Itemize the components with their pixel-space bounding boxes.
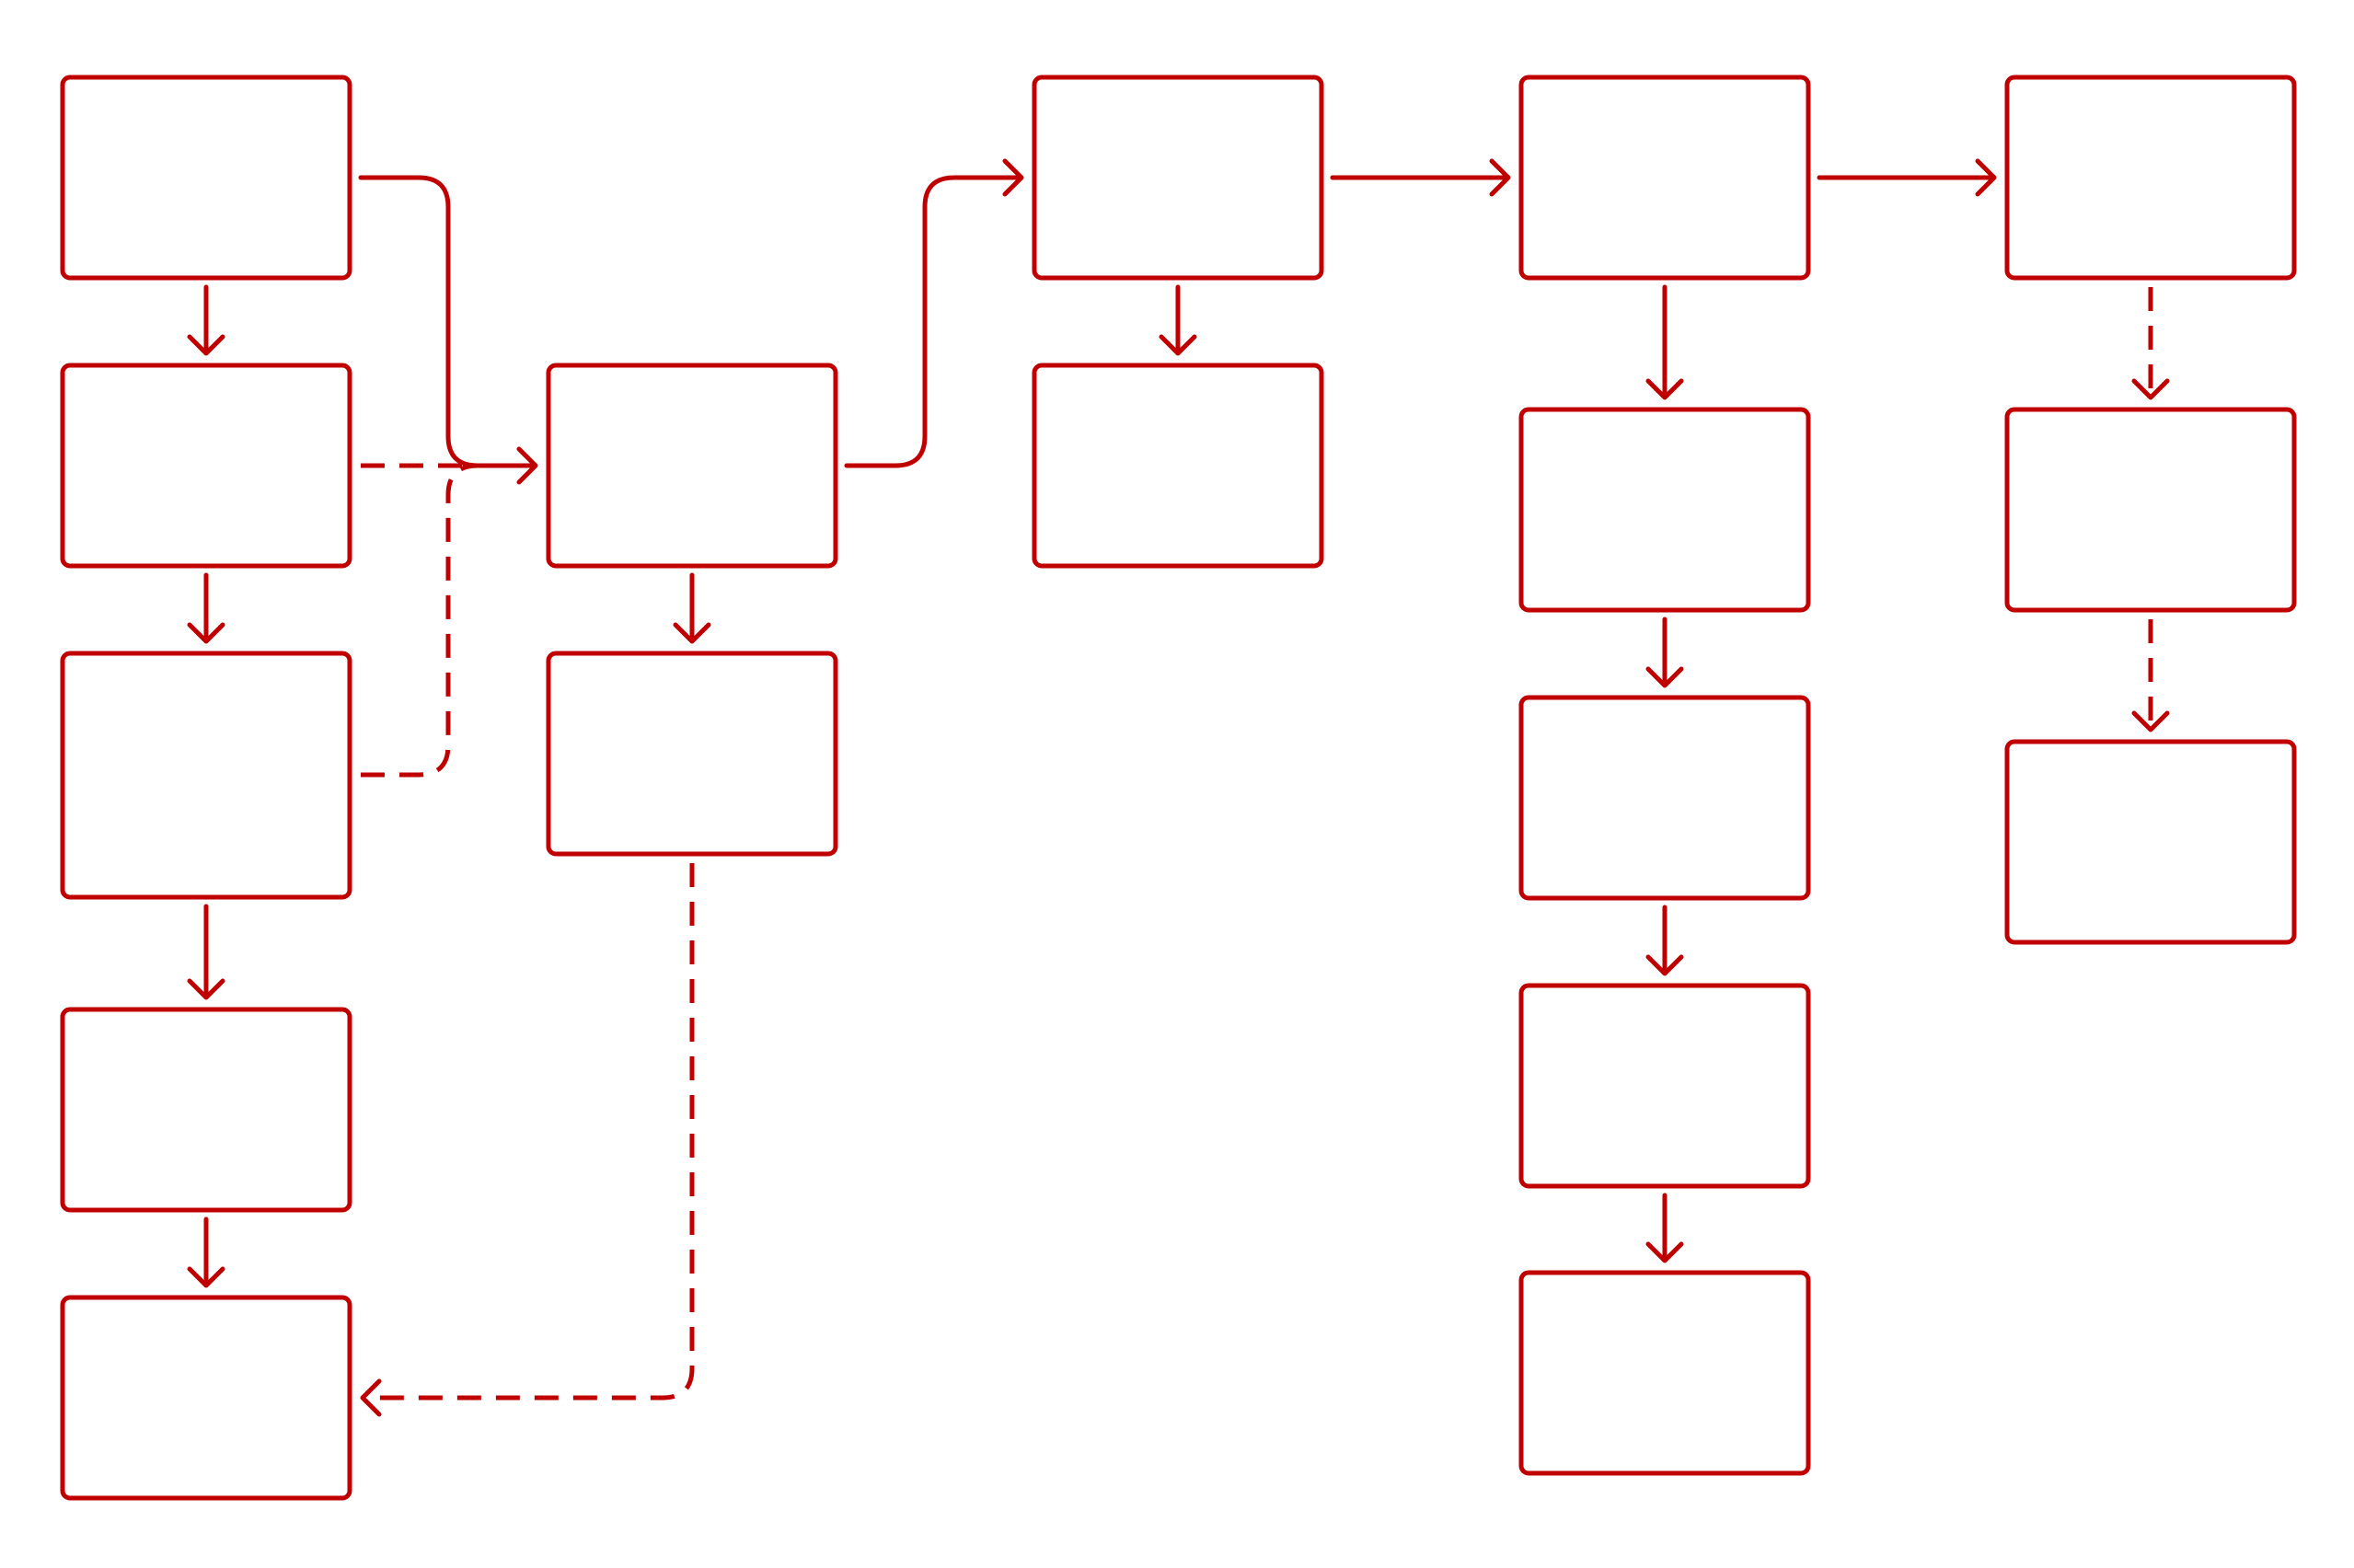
arrowhead-icon	[2131, 378, 2170, 400]
edge-n3-n6	[361, 463, 479, 778]
node-box	[1518, 407, 1811, 613]
node-box	[2004, 407, 2297, 613]
arrowhead-icon	[187, 622, 225, 644]
arrowhead-icon	[1645, 378, 1684, 400]
edge-n2-n3	[187, 572, 225, 644]
flow-node-n3	[60, 651, 352, 900]
node-box	[60, 1295, 352, 1501]
node-box	[60, 363, 352, 569]
arrowhead-icon	[1975, 158, 1997, 197]
arrowhead-icon	[1159, 334, 1197, 356]
connector-line	[361, 463, 479, 778]
flow-node-n7	[546, 651, 838, 857]
flow-node-n16	[2004, 407, 2297, 613]
edge-n1-n6	[358, 175, 538, 485]
arrowhead-icon	[187, 1266, 225, 1288]
edge-n1-n2	[187, 284, 225, 356]
edge-n13-n14	[1645, 1193, 1684, 1263]
node-box	[60, 1007, 352, 1213]
node-box	[2004, 739, 2297, 945]
node-box	[546, 651, 838, 857]
arrowhead-icon	[1645, 954, 1684, 976]
node-box	[1518, 983, 1811, 1189]
node-box	[60, 651, 352, 900]
arrowhead-icon	[360, 1378, 382, 1417]
flow-node-n1	[60, 75, 352, 281]
flow-node-n8	[1032, 75, 1324, 281]
flow-node-n12	[1518, 695, 1811, 901]
flow-node-n6	[546, 363, 838, 569]
flow-node-n13	[1518, 983, 1811, 1189]
arrowhead-icon	[187, 334, 225, 356]
arrowhead-icon	[1645, 666, 1684, 688]
flow-node-n4	[60, 1007, 352, 1213]
edge-n3-n4	[187, 904, 225, 1000]
flow-node-n17	[2004, 739, 2297, 945]
arrowhead-icon	[1489, 158, 1511, 197]
arrowhead-icon	[1002, 158, 1024, 197]
node-box	[60, 75, 352, 281]
nodes-layer	[60, 75, 2297, 1501]
connector-line	[364, 863, 695, 1401]
flow-node-n9	[1032, 363, 1324, 569]
edge-n4-n5	[187, 1216, 225, 1288]
flow-node-n11	[1518, 407, 1811, 613]
edge-n8-n10	[1330, 158, 1511, 197]
edges-layer	[187, 158, 2170, 1417]
arrowhead-icon	[2131, 710, 2170, 732]
node-box	[1518, 75, 1811, 281]
node-box	[1032, 75, 1324, 281]
edge-n8-n9	[1159, 284, 1197, 356]
connector-line	[358, 175, 537, 468]
flow-node-n10	[1518, 75, 1811, 281]
node-box	[2004, 75, 2297, 281]
arrowhead-icon	[1645, 1241, 1684, 1263]
arrowhead-icon	[516, 446, 538, 485]
edge-n7-n5	[360, 863, 695, 1417]
edge-n10-n15	[1817, 158, 1997, 197]
edge-n15-n16	[2131, 287, 2170, 400]
flow-node-n14	[1518, 1270, 1811, 1476]
edge-n10-n11	[1645, 284, 1684, 400]
flow-node-n2	[60, 363, 352, 569]
edge-n16-n17	[2131, 619, 2170, 732]
edge-n11-n12	[1645, 617, 1684, 688]
node-box	[1518, 695, 1811, 901]
arrowhead-icon	[673, 622, 711, 644]
node-box	[1518, 1270, 1811, 1476]
arrowhead-icon	[187, 978, 225, 1000]
edge-n12-n13	[1645, 905, 1684, 976]
edge-n6-n7	[673, 572, 711, 644]
node-box	[546, 363, 838, 569]
connector-line	[844, 175, 1022, 468]
edge-n6-n8	[844, 158, 1024, 468]
flow-node-n5	[60, 1295, 352, 1501]
node-box	[1032, 363, 1324, 569]
flow-node-n15	[2004, 75, 2297, 281]
